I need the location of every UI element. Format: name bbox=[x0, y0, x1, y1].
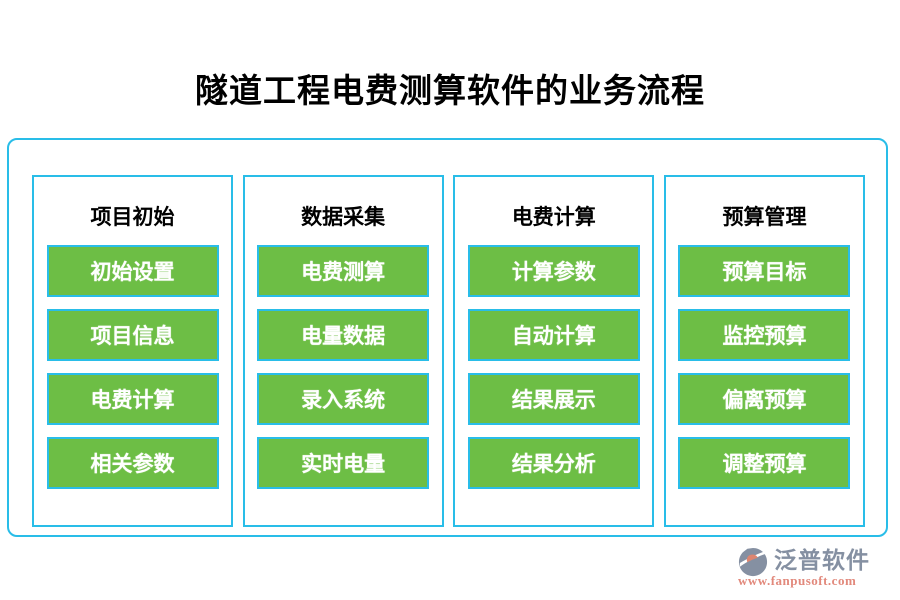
flow-step-button[interactable]: 调整预算 bbox=[678, 437, 851, 489]
column-header: 电费计算 bbox=[511, 205, 596, 229]
brand-url[interactable]: www.fanpusoft.com bbox=[738, 573, 857, 588]
column-fee-calculation: 电费计算 计算参数 自动计算 结果展示 结果分析 bbox=[453, 175, 655, 527]
brand-name: 泛普软件 bbox=[774, 548, 870, 573]
flow-step-button[interactable]: 计算参数 bbox=[467, 245, 640, 297]
column-project-init: 项目初始 初始设置 项目信息 电费计算 相关参数 bbox=[32, 175, 233, 527]
flow-step-button[interactable]: 初始设置 bbox=[46, 245, 219, 297]
flow-step-button[interactable]: 偏离预算 bbox=[678, 373, 851, 425]
flow-step-button[interactable]: 录入系统 bbox=[257, 373, 430, 425]
flow-step-button[interactable]: 结果分析 bbox=[467, 437, 640, 489]
flow-step-button[interactable]: 预算目标 bbox=[678, 245, 851, 297]
flow-step-button[interactable]: 电费计算 bbox=[46, 373, 219, 425]
column-budget-management: 预算管理 预算目标 监控预算 偏离预算 调整预算 bbox=[663, 175, 865, 527]
column-header: 数据采集 bbox=[301, 205, 386, 229]
page-title: 隧道工程电费测算软件的业务流程 bbox=[195, 74, 705, 110]
flow-step-button[interactable]: 项目信息 bbox=[46, 309, 219, 361]
fanpu-logo-icon bbox=[738, 547, 768, 577]
column-header: 预算管理 bbox=[722, 205, 807, 229]
flow-step-button[interactable]: 自动计算 bbox=[467, 309, 640, 361]
flow-frame: 项目初始 初始设置 项目信息 电费计算 相关参数 数据采集 电费测算 电量数据 … bbox=[7, 138, 888, 537]
flow-step-button[interactable]: 实时电量 bbox=[257, 437, 430, 489]
flow-step-button[interactable]: 电量数据 bbox=[257, 309, 430, 361]
column-header: 项目初始 bbox=[90, 205, 175, 229]
flow-step-button[interactable]: 监控预算 bbox=[678, 309, 851, 361]
flow-step-button[interactable]: 结果展示 bbox=[467, 373, 640, 425]
column-data-collection: 数据采集 电费测算 电量数据 录入系统 实时电量 bbox=[242, 175, 444, 527]
flow-step-button[interactable]: 电费测算 bbox=[257, 245, 430, 297]
flow-step-button[interactable]: 相关参数 bbox=[46, 437, 219, 489]
brand-footer: 泛普软件 www.fanpusoft.com bbox=[738, 547, 888, 591]
